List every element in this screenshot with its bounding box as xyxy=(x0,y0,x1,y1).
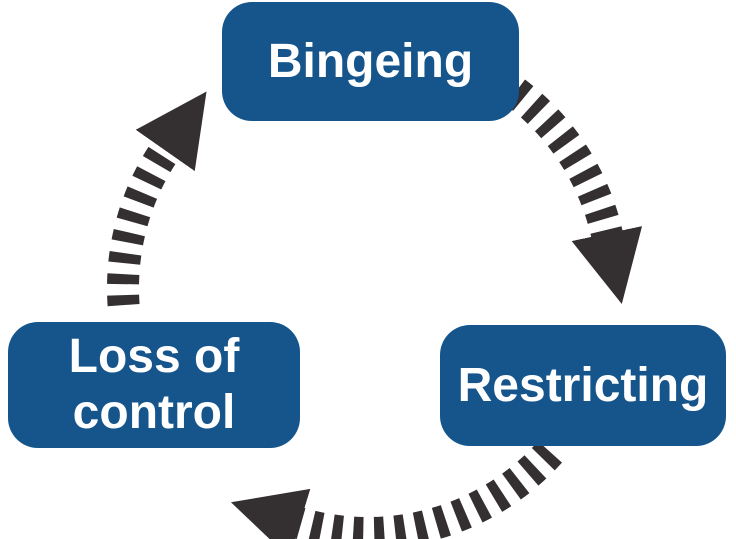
node-restricting: Restricting xyxy=(440,325,726,446)
arrow-loss-to-bingeing-icon xyxy=(107,91,207,307)
node-bingeing-label: Bingeing xyxy=(267,34,474,88)
node-loss-of-control: Loss of control xyxy=(8,322,300,448)
node-bingeing: Bingeing xyxy=(222,2,519,121)
node-loss-of-control-label-line1: Loss of xyxy=(68,330,240,384)
node-restricting-label: Restricting xyxy=(457,358,709,412)
arrow-restricting-to-loss-icon xyxy=(230,441,562,539)
node-loss-of-control-label-line2: control xyxy=(72,386,236,439)
arrow-bingeing-to-restricting-icon xyxy=(505,79,643,305)
